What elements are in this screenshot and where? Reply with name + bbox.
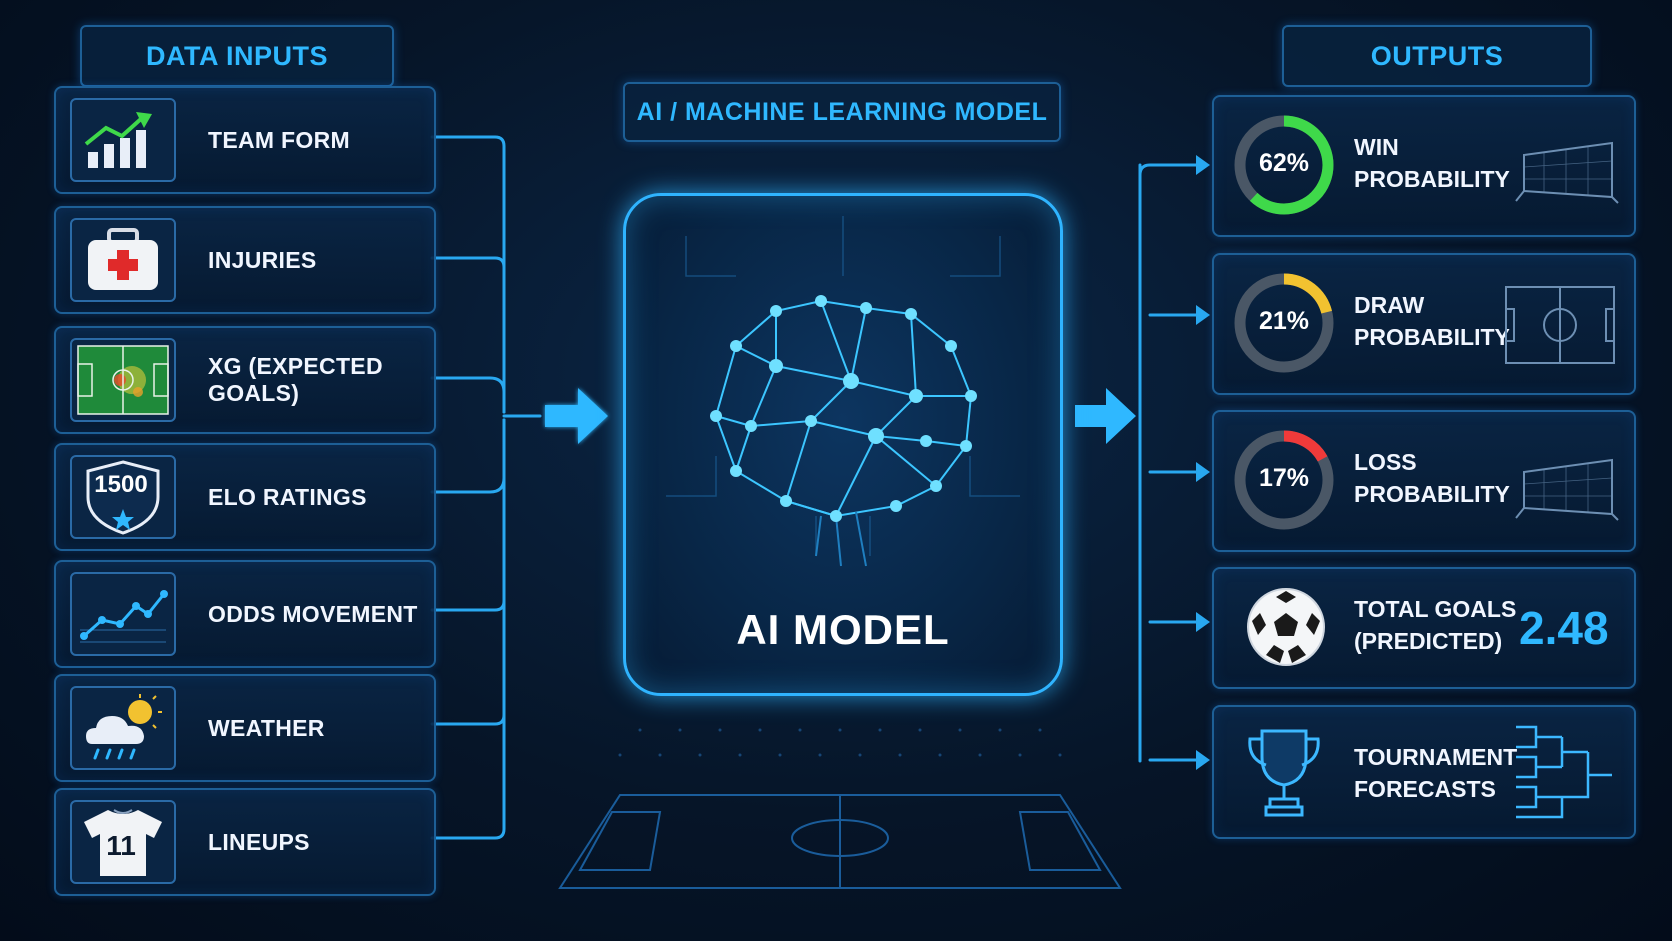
pitch-icon <box>1505 286 1615 364</box>
brain-network-icon <box>666 216 1020 567</box>
input-card-elo[interactable]: 1500 ELO RATINGS <box>54 443 436 551</box>
draw-donut <box>1234 273 1334 373</box>
arrowhead-draw <box>1196 305 1210 325</box>
pitch-heatmap-icon <box>70 338 176 422</box>
input-label: LINEUPS <box>208 828 310 855</box>
goal-net-icon <box>1515 458 1619 521</box>
output-card-total-goals[interactable]: TOTAL GOALS (PREDICTED) 2.48 <box>1212 567 1636 689</box>
input-label: WEATHER <box>208 714 325 741</box>
win-label-line1: WIN <box>1354 134 1399 160</box>
outputs-title: OUTPUTS <box>1282 25 1592 87</box>
weather-icon <box>70 686 176 770</box>
input-card-weather[interactable]: WEATHER <box>54 674 436 782</box>
big-arrow-in <box>545 388 608 444</box>
jersey-number: 11 <box>106 830 136 861</box>
soccer-ball-icon <box>1247 588 1325 666</box>
dot-grid <box>618 728 1062 757</box>
shield-rating-icon <box>70 455 176 539</box>
arrowhead-tournament <box>1196 750 1210 770</box>
pitch-perspective <box>558 794 1122 889</box>
input-label: TEAM FORM <box>208 126 350 153</box>
input-card-lineups[interactable]: 11 LINEUPS <box>54 788 436 896</box>
input-label: INJURIES <box>208 246 317 273</box>
trophy-icon <box>1248 729 1320 817</box>
ai-model-label: AI MODEL <box>736 606 950 653</box>
input-card-odds[interactable]: ODDS MOVEMENT <box>54 560 436 668</box>
win-percent: 62% <box>1258 149 1310 177</box>
input-card-xg[interactable]: XG (EXPECTED GOALS) <box>54 326 436 434</box>
bar-chart-trend-icon <box>70 98 176 182</box>
draw-label-line2: PROBABILITY <box>1354 324 1510 350</box>
loss-percent: 17% <box>1258 464 1310 492</box>
line-chart-icon <box>70 572 176 656</box>
ai-model-box: AI MODEL <box>623 193 1063 696</box>
arrowhead-goals <box>1196 612 1210 632</box>
goal-net-icon <box>1515 141 1619 204</box>
output-card-tournament[interactable]: TOURNAMENT FORECASTS <box>1212 705 1636 839</box>
output-card-draw[interactable]: 21% DRAW PROBABILITY <box>1212 253 1636 395</box>
input-label: ODDS MOVEMENT <box>208 600 418 627</box>
loss-label-line1: LOSS <box>1354 449 1417 475</box>
arrowhead-win <box>1196 155 1210 175</box>
tournament-label-line1: TOURNAMENT <box>1354 744 1518 770</box>
tournament-label-line2: FORECASTS <box>1354 776 1496 802</box>
output-card-win[interactable]: 62% WIN PROBABILITY <box>1212 95 1636 237</box>
input-label: XG (EXPECTED GOALS) <box>208 353 383 406</box>
output-card-loss[interactable]: 17% LOSS PROBABILITY <box>1212 410 1636 552</box>
elo-badge-number: 1500 <box>94 471 148 498</box>
loss-donut <box>1234 430 1334 530</box>
win-donut <box>1234 115 1334 215</box>
bracket-icon <box>1516 725 1612 819</box>
loss-label-line2: PROBABILITY <box>1354 481 1510 507</box>
draw-percent: 21% <box>1258 307 1310 335</box>
draw-label-line1: DRAW <box>1354 292 1425 318</box>
input-card-team-form[interactable]: TEAM FORM <box>54 86 436 194</box>
goals-value: 2.48 <box>1519 602 1609 654</box>
data-inputs-title: DATA INPUTS <box>80 25 394 87</box>
first-aid-kit-icon <box>70 218 176 302</box>
input-label: ELO RATINGS <box>208 483 367 510</box>
big-arrow-out <box>1075 388 1136 444</box>
goals-label-line2: (PREDICTED) <box>1354 628 1503 654</box>
jersey-icon <box>70 800 176 884</box>
model-title: AI / MACHINE LEARNING MODEL <box>623 82 1061 142</box>
input-card-injuries[interactable]: INJURIES <box>54 206 436 314</box>
arrowhead-loss <box>1196 462 1210 482</box>
win-label-line2: PROBABILITY <box>1354 166 1510 192</box>
goals-label-line1: TOTAL GOALS <box>1354 596 1517 622</box>
